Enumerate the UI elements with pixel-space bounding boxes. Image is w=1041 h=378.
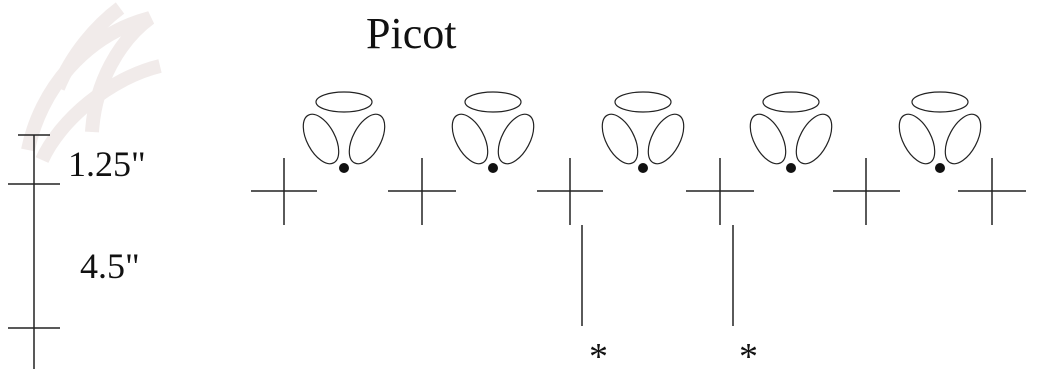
picot-4 [749,91,833,173]
measurement-label-top: 1.25" [68,144,146,184]
cross-5 [833,158,900,225]
guide-lines [581,225,734,326]
picot-2 [451,91,535,173]
cross-6 [958,158,1026,225]
watermark-ornament [21,2,162,164]
cross-1 [251,158,317,225]
asterisk-marker-2: * [739,336,758,378]
cross-3 [537,158,603,225]
measurement-label-bottom: 4.5" [80,246,140,286]
diagram-title: Picot [366,9,457,58]
cross-row [251,158,1026,225]
asterisk-marker-1: * [589,336,608,378]
picot-3 [601,91,685,173]
diagram-svg [8,2,1026,369]
cross-2 [388,158,456,225]
diagram-canvas [8,2,1026,369]
picot-row [302,91,982,173]
cross-4 [686,158,754,225]
measurement-ruler [8,134,60,369]
picot-1 [302,91,386,173]
picot-5 [898,91,982,173]
